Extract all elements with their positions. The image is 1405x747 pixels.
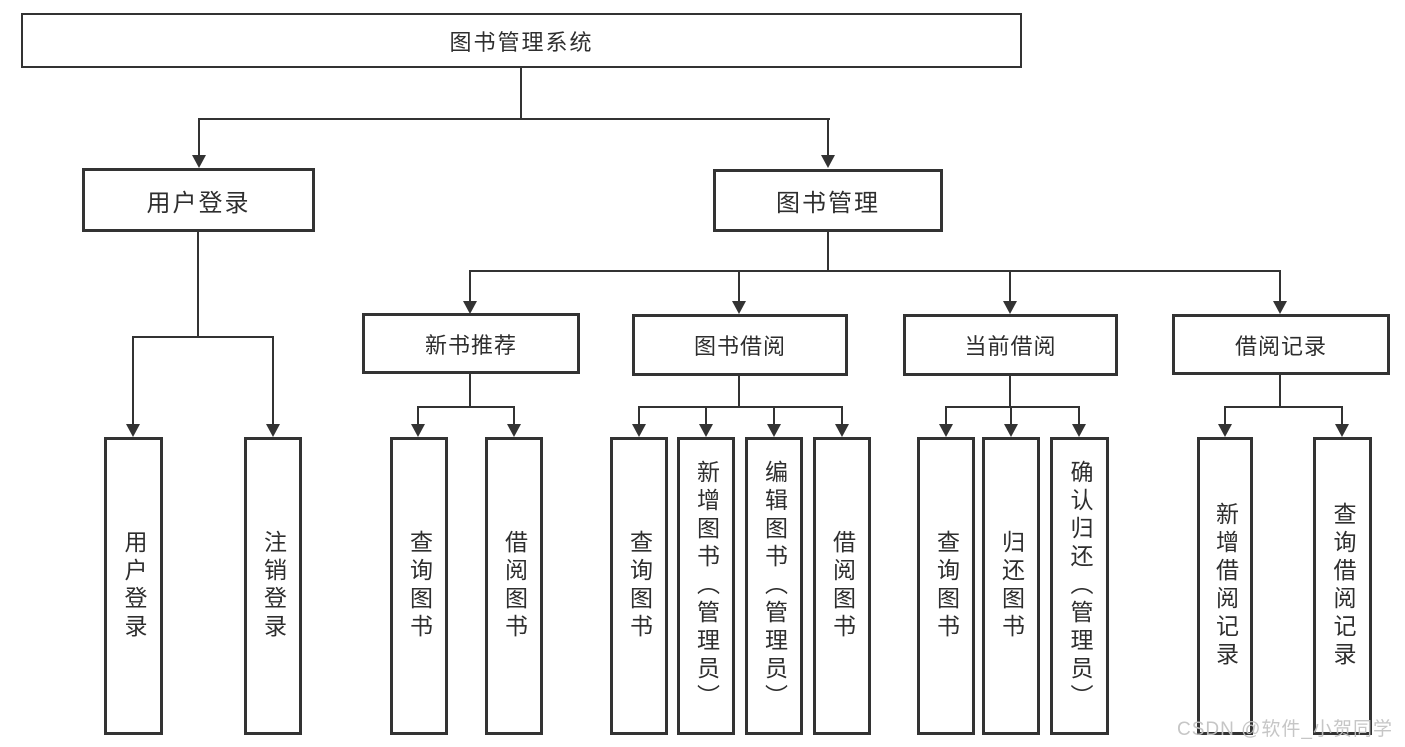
leaf-add-book-admin: 新增图书（管理员） xyxy=(677,437,735,735)
leaf-query-book-current: 查询图书 xyxy=(917,437,975,735)
arrow-to-leaf-login xyxy=(126,424,140,437)
arrow-cb-leaf2 xyxy=(1004,424,1018,437)
edge-to-leaf-login-shaft xyxy=(132,336,134,424)
leaf-return-book: 归还图书 xyxy=(982,437,1040,735)
leaf-confirm-return-admin: 确认归还（管理员） xyxy=(1050,437,1109,735)
edge-book-borrow-stem xyxy=(738,376,740,406)
edge-to-new-book-shaft xyxy=(469,270,471,301)
node-current-borrow: 当前借阅 xyxy=(903,314,1118,376)
edge-cb-leaf2-shaft xyxy=(1010,406,1012,424)
edge-current-borrow-stem xyxy=(1009,376,1011,406)
leaf-query-borrow-record: 查询借阅记录 xyxy=(1313,437,1372,735)
edge-cb-leaf3-shaft xyxy=(1078,406,1080,424)
arrow-to-borrow-records xyxy=(1273,301,1287,314)
arrow-bb-leaf4 xyxy=(835,424,849,437)
leaf-query-book-recommend: 查询图书 xyxy=(390,437,448,735)
arrow-to-book-borrow xyxy=(732,301,746,314)
edge-current-borrow-bar xyxy=(945,406,1080,408)
edge-new-book-stem xyxy=(469,374,471,406)
arrow-br-leaf2 xyxy=(1335,424,1349,437)
edge-cb-leaf1-shaft xyxy=(945,406,947,424)
node-user-login: 用户登录 xyxy=(82,168,315,232)
arrow-bb-leaf1 xyxy=(632,424,646,437)
arrow-to-current-borrow xyxy=(1003,301,1017,314)
arrow-nb-leaf1 xyxy=(411,424,425,437)
edge-bb-leaf3-shaft xyxy=(773,406,775,424)
edge-to-book-borrow-shaft xyxy=(738,270,740,301)
node-root: 图书管理系统 xyxy=(21,13,1022,68)
node-new-book-recommend: 新书推荐 xyxy=(362,313,580,374)
edge-bb-leaf1-shaft xyxy=(638,406,640,424)
edge-borrow-records-stem xyxy=(1279,375,1281,406)
edge-to-user-login-shaft xyxy=(198,118,200,155)
leaf-borrow-book-recommend: 借阅图书 xyxy=(485,437,543,735)
edge-bb-leaf2-shaft xyxy=(705,406,707,424)
arrow-bb-leaf3 xyxy=(767,424,781,437)
edge-nb-leaf2-shaft xyxy=(513,406,515,424)
node-borrow-records: 借阅记录 xyxy=(1172,314,1390,375)
leaf-borrow-book: 借阅图书 xyxy=(813,437,871,735)
leaf-add-borrow-record: 新增借阅记录 xyxy=(1197,437,1253,735)
leaf-user-login: 用户登录 xyxy=(104,437,163,735)
arrow-bb-leaf2 xyxy=(699,424,713,437)
edge-nb-leaf1-shaft xyxy=(417,406,419,424)
edge-to-current-borrow-shaft xyxy=(1009,270,1011,301)
edge-to-borrow-records-shaft xyxy=(1279,270,1281,301)
edge-to-book-mgmt-shaft xyxy=(827,118,829,155)
edge-book-mgmt-bar xyxy=(470,270,1281,272)
leaf-edit-book-admin: 编辑图书（管理员） xyxy=(745,437,803,735)
edge-root-stem xyxy=(520,68,522,118)
arrow-to-leaf-logout xyxy=(266,424,280,437)
edge-to-leaf-logout-shaft xyxy=(272,336,274,424)
edge-new-book-bar xyxy=(417,406,515,408)
edge-book-borrow-bar xyxy=(638,406,843,408)
leaf-query-book-borrow: 查询图书 xyxy=(610,437,668,735)
edge-bb-leaf4-shaft xyxy=(841,406,843,424)
edge-root-bar xyxy=(198,118,830,120)
watermark-text: CSDN @软件_小贺同学 xyxy=(1177,719,1393,740)
edge-book-mgmt-stem xyxy=(827,232,829,270)
arrow-cb-leaf1 xyxy=(939,424,953,437)
edge-br-leaf2-shaft xyxy=(1341,406,1343,424)
arrow-to-user-login xyxy=(192,155,206,168)
edge-user-login-stem xyxy=(197,232,199,336)
arrow-nb-leaf2 xyxy=(507,424,521,437)
node-book-management: 图书管理 xyxy=(713,169,943,232)
edge-user-login-bar xyxy=(132,336,274,338)
arrow-to-new-book xyxy=(463,301,477,314)
leaf-logout: 注销登录 xyxy=(244,437,302,735)
arrow-cb-leaf3 xyxy=(1072,424,1086,437)
arrow-br-leaf1 xyxy=(1218,424,1232,437)
edge-borrow-records-bar xyxy=(1224,406,1343,408)
arrow-to-book-mgmt xyxy=(821,155,835,168)
edge-br-leaf1-shaft xyxy=(1224,406,1226,424)
node-book-borrow: 图书借阅 xyxy=(632,314,848,376)
